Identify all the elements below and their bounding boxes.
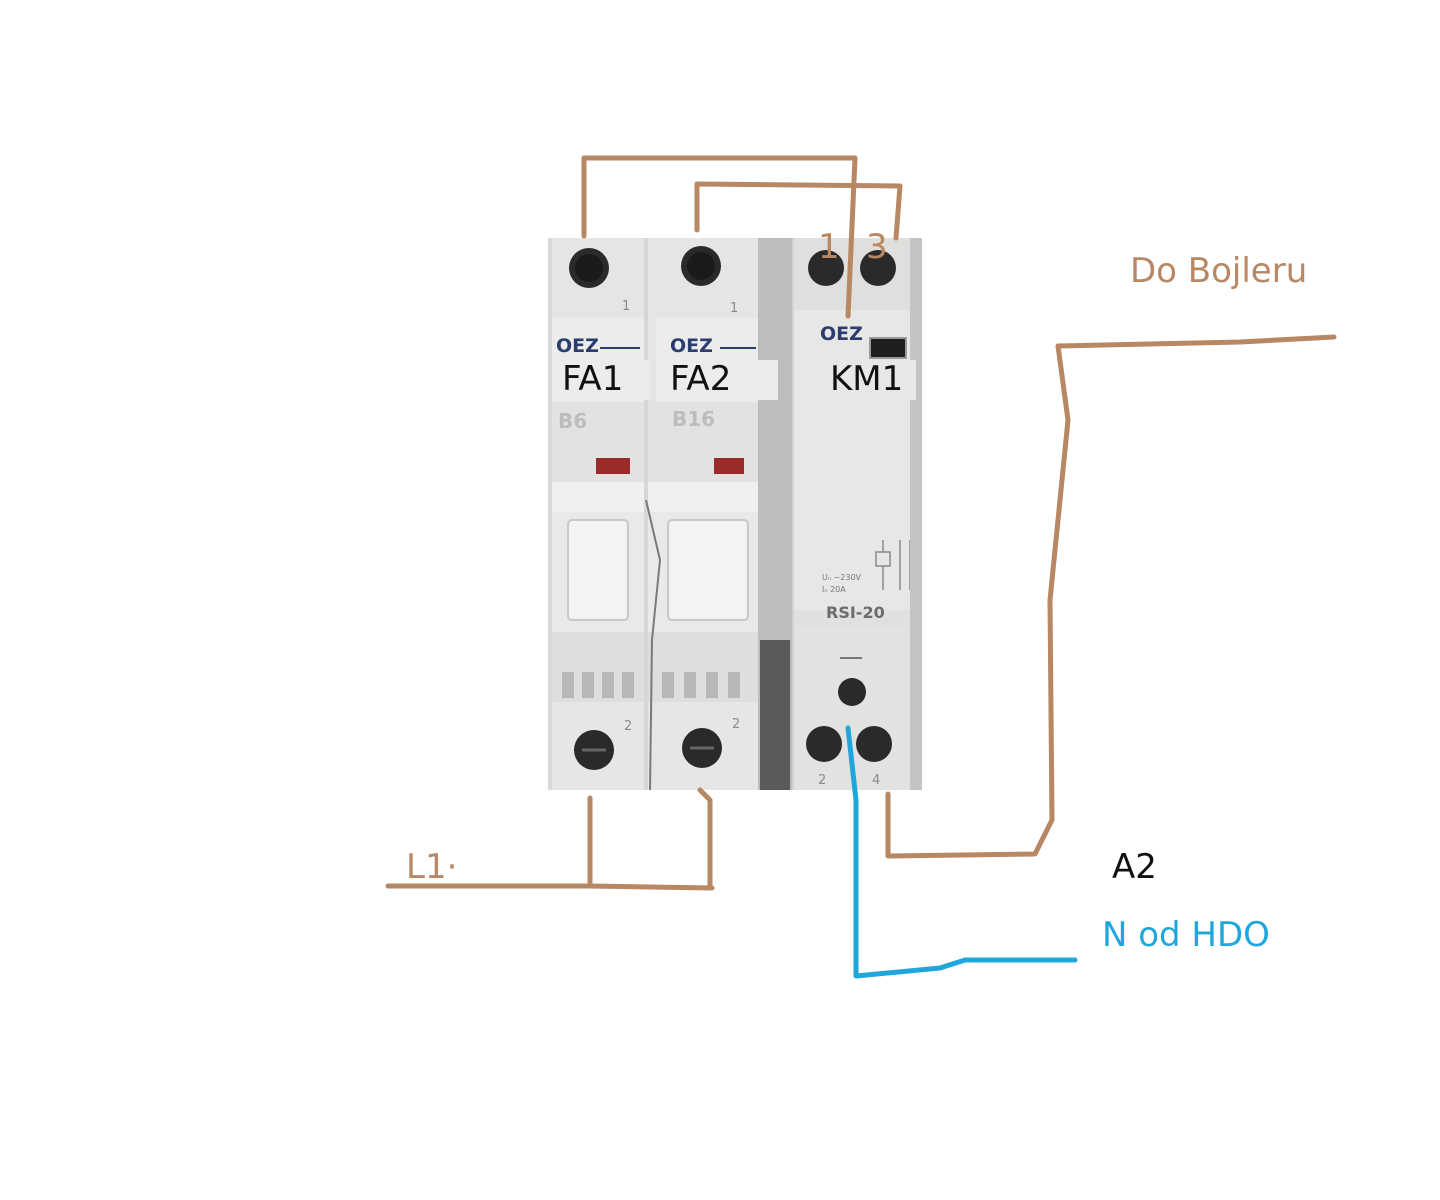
fa2-label-plate bbox=[662, 360, 778, 400]
fa2-top-terminal-number: 1 bbox=[730, 301, 738, 316]
label-to-boiler: Do Bojleru bbox=[1130, 251, 1307, 291]
fa2-bottom-terminal-number: 2 bbox=[732, 717, 740, 732]
label-km1: KM1 bbox=[830, 359, 903, 399]
fa2-trip-indicator bbox=[714, 458, 744, 474]
km1-brand-logo: OEZ bbox=[820, 323, 863, 345]
contactor-km1: OEZ Uₙ ~230V Iₙ 20A RSI-20 2 4 bbox=[794, 238, 911, 790]
fa2-rating: B16 bbox=[672, 407, 715, 431]
km1-spec-current: Iₙ 20A bbox=[822, 585, 846, 594]
wire-fa1-top-to-km1-terminal-1 bbox=[581, 155, 858, 319]
wire-fa2-top-to-km1-terminal-3 bbox=[694, 181, 903, 241]
fa1-bottom-terminal-number: 2 bbox=[624, 719, 632, 734]
label-a2: A2 bbox=[1112, 847, 1157, 887]
km1-status-window bbox=[869, 337, 907, 359]
km1-terminal-3-screw bbox=[860, 250, 896, 286]
label-n-from-hdo: N od HDO bbox=[1102, 915, 1270, 955]
breaker-fa1: 1 OEZ B6 2 bbox=[552, 238, 644, 790]
km1-label-plate bbox=[820, 360, 916, 400]
fa2-toggle-lever bbox=[667, 519, 749, 621]
km1-a2-terminal-screw bbox=[838, 678, 866, 706]
annotations: FA1 FA2 KM1 1 3 Do Bojleru L1· A2 N od H… bbox=[406, 227, 1307, 955]
fa1-top-terminal-number: 1 bbox=[622, 299, 630, 314]
wire-hdo-neutral-to-a2 bbox=[845, 725, 1078, 979]
label-l1: L1· bbox=[406, 847, 457, 887]
wire-fa2-bottom-to-l1 bbox=[697, 787, 713, 891]
km1-spec-voltage: Uₙ ~230V bbox=[822, 573, 862, 582]
fa1-brand-logo: OEZ bbox=[556, 335, 599, 357]
label-terminal-1: 1 bbox=[818, 227, 840, 267]
label-fa2: FA2 bbox=[670, 359, 731, 399]
fa1-trip-indicator bbox=[596, 458, 630, 474]
wires bbox=[385, 155, 1337, 979]
device-photo: 1 OEZ B6 2 1 O bbox=[548, 238, 922, 791]
label-terminal-3: 3 bbox=[866, 227, 888, 267]
fa1-rating: B6 bbox=[558, 409, 587, 433]
km1-model: RSI-20 bbox=[826, 603, 885, 622]
fa1-label-plate bbox=[552, 360, 650, 400]
km1-terminal-2-number: 2 bbox=[818, 773, 826, 788]
fa1-toggle-lever bbox=[567, 519, 629, 621]
fa2-brand-logo: OEZ bbox=[670, 335, 713, 357]
km1-terminal-1-screw bbox=[808, 250, 844, 286]
wire-km1-terminal-4-to-boiler bbox=[885, 334, 1337, 859]
label-fa1: FA1 bbox=[562, 359, 623, 399]
km1-terminal-4-number: 4 bbox=[872, 773, 880, 788]
km1-terminal-2-screw bbox=[806, 726, 842, 762]
km1-terminal-4-screw bbox=[856, 726, 892, 762]
